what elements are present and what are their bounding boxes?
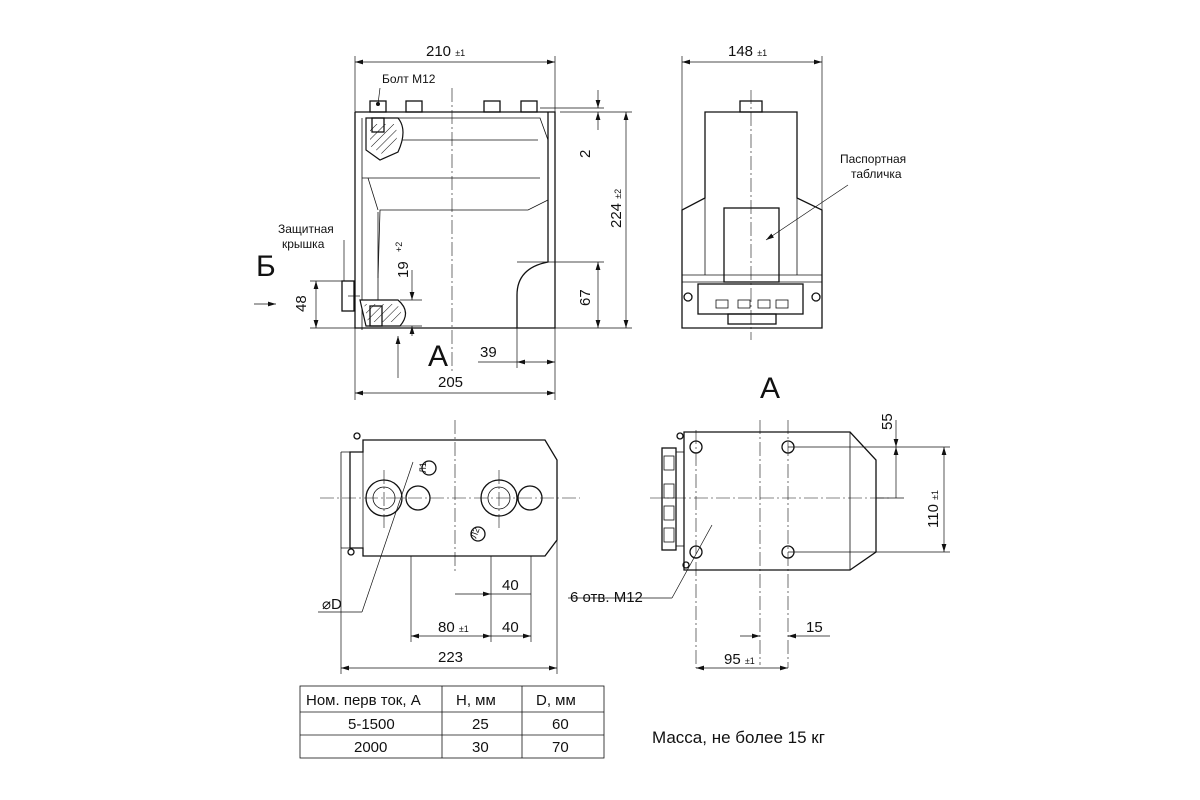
step-dim: 39 [480,344,497,361]
dim-95: 95 [724,651,741,668]
plate-label-2: табличка [851,167,902,181]
base-width-dim: 205 [438,374,463,391]
spec-table: Ном. перв ток, А Н, мм D, мм 5-1500 25 6… [299,685,605,759]
cover-label-1: Защитная [278,222,334,236]
top-gap-dim: 2 [577,150,594,158]
svg-text:148 ±1: 148 ±1 [728,43,767,60]
bolt-label: Болт М12 [382,72,436,86]
pitch-tol: ±1 [459,624,469,634]
side-width-tol: ±1 [757,48,767,58]
svg-text:⌀D: ⌀D [322,596,342,613]
svg-text:95 ±1: 95 ±1 [724,651,755,668]
gap-dim: 19 [395,261,412,278]
holes-label: 6 отв. М12 [570,589,643,606]
svg-text:210 ±1: 210 ±1 [426,43,465,60]
terminal-1-label: Л1 [418,462,428,473]
overall-dim: 223 [438,649,463,666]
view-a-letter: А [428,340,448,373]
gap-tol: +2 [394,242,404,252]
pitch-dim: 80 [438,619,455,636]
mounting-holes [689,440,795,559]
table-header: Н, мм [456,692,496,709]
top-bolts [367,100,540,113]
top-view: Л1 Л2 ⌀D 40 80 ±1 40 223 [318,420,580,674]
view-b-letter: Б [256,250,276,283]
dim-55: 55 [879,413,896,430]
plate-label-1: Паспортная [840,152,906,166]
top-gasket [365,117,404,161]
hole-dim: D [331,596,342,613]
table-cell: 30 [472,739,489,756]
dim-95-tol: ±1 [745,656,755,666]
front-width: 210 [426,43,451,60]
front-width-tol: ±1 [455,48,465,58]
terminal-2-label: Л2 [468,526,481,540]
span-40-top: 40 [502,577,519,594]
table-header: Ном. перв ток, А [306,692,421,709]
mass-note: Масса, не более 15 кг [652,728,825,747]
front-view: 210 ±1 Болт М12 2 224 ±2 67 19 +2 48 Б [254,43,632,400]
front-height-tol: ±2 [613,189,623,199]
dim-15: 15 [806,619,823,636]
view-a-title: А [760,372,780,405]
table-cell: 25 [472,716,489,733]
table-cell: 5-1500 [348,716,395,733]
cover-label-2: крышка [282,237,325,251]
span-40-bottom: 40 [502,619,519,636]
table-cell: 2000 [354,739,387,756]
front-height: 224 [608,203,625,228]
table-header: D, мм [536,692,576,709]
svg-text:224 ±2: 224 ±2 [608,189,625,228]
view-a: А 55 110 ±1 6 о [568,372,950,671]
side-view: 148 ±1 Паспортная табличка [681,43,906,340]
primary-terminals [365,470,543,528]
side-height-dim: 48 [293,295,310,312]
bottom-gasket [359,299,407,327]
nameplate [723,207,780,283]
svg-text:110 ±1: 110 ±1 [925,490,942,528]
side-width: 148 [728,43,753,60]
hole-pitch: 110 [925,504,942,528]
lower-height-dim: 67 [577,289,594,306]
table-cell: 70 [552,739,569,756]
svg-text:80 ±1: 80 ±1 [438,619,469,636]
hole-pitch-tol: ±1 [930,490,940,500]
table-cell: 60 [552,716,569,733]
